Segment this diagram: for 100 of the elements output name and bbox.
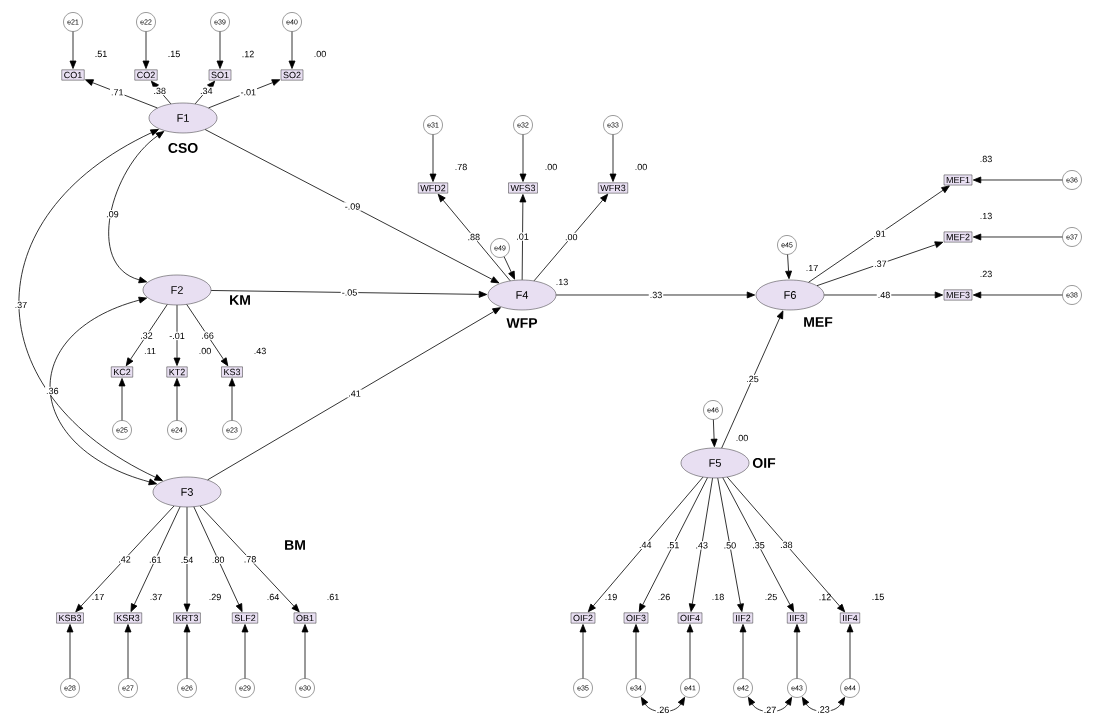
value-label: .25 [765,593,777,601]
arrow [228,378,236,421]
arrow [823,291,944,299]
arrow [721,310,784,449]
indicator-box: OIF3 [623,612,649,624]
value-label: .15 [168,50,180,58]
edge-label: .25 [745,374,760,384]
arrow [686,624,694,679]
indicator-box: IIF4 [840,612,860,624]
arrow [210,290,488,298]
covariance-arrow [108,131,165,284]
value-label: .18 [712,593,724,601]
indicator-box: WFR3 [598,182,628,194]
value-label: .29 [209,593,221,601]
arrow [194,80,216,105]
edge-label: -.09 [343,202,362,211]
indicator-box: MEF3 [943,289,973,301]
arrow [124,624,132,679]
indicator-box: KSB3 [56,612,84,624]
arrow [193,506,243,612]
value-label: .17 [806,264,818,272]
value-label: .12 [242,50,254,58]
arrow [846,624,854,679]
value-label: .13 [556,278,568,286]
covariance-arrow [641,696,685,713]
factor-name: OIF [752,458,776,468]
indicator-box: KC2 [111,366,133,378]
arrow [142,31,150,69]
edge-label: .66 [200,331,215,340]
indicator-box: CO1 [61,69,85,81]
edge-label: .01 [515,232,530,241]
edge-label: .51 [665,541,681,550]
value-label: .12 [819,593,831,601]
arrow [125,304,168,367]
factor-name: WFP [506,318,538,328]
edge-label: .33 [648,290,664,300]
arrow [972,233,1063,241]
arrow [75,505,175,613]
edge-label: -.01 [239,88,258,97]
value-label: .43 [254,347,266,355]
arrow [429,134,437,182]
arrow [183,624,191,679]
arrow [208,79,281,109]
arrow [688,477,713,612]
factor-name: KM [230,295,250,305]
indicator-box: SO1 [208,69,232,81]
arrow [173,304,181,366]
value-label: .15 [872,593,884,601]
indicator-box: KS3 [221,366,243,378]
arrow [632,624,640,679]
edge-label: .36 [45,386,60,396]
arrow [726,476,846,613]
value-label: .19 [605,593,617,601]
arrow [638,477,708,612]
value-label: .26 [658,593,670,601]
indicator-box: KSR3 [114,612,142,624]
value-label: .64 [267,593,279,601]
arrow [816,241,944,287]
edge-label: -.05 [340,288,359,297]
edge-label: .38 [779,540,794,550]
indicator-box: KRT3 [173,612,201,624]
arrow [66,624,74,679]
indicator-box: OIF2 [570,612,596,624]
arrow [609,134,617,182]
edge-label: .78 [242,555,258,564]
value-label: .23 [980,270,992,278]
arrow [587,476,704,613]
edge-label: .71 [110,88,125,97]
indicator-box: MEF2 [943,231,973,243]
arrow [204,129,500,284]
value-label: .00 [314,50,326,58]
arrow [186,304,229,367]
edge-label: .37 [13,300,29,310]
arrow [241,624,249,679]
arrow [503,256,515,280]
edge-label: .80 [210,555,226,564]
value-label: .61 [327,593,339,601]
value-label: .78 [455,163,467,171]
covariance-arrow [802,696,845,712]
factor-name: MEF [804,317,833,327]
arrow [555,291,756,299]
indicator-box: SO2 [280,69,304,81]
arrow [69,31,77,69]
arrow [533,193,609,282]
edge-label: .27 [762,705,778,714]
arrow [437,193,511,282]
covariance-arrow [49,296,158,486]
arrow [579,624,587,679]
indicator-box: IIF2 [733,612,753,624]
value-label: .83 [980,155,992,163]
edge-label: .34 [199,86,214,96]
edge-label: .88 [466,232,482,242]
arrow [972,176,1063,184]
indicator-box: OIF4 [677,612,703,624]
edge-label: .91 [872,229,887,238]
edge-label: .54 [179,555,195,565]
arrow [793,624,801,679]
indicator-box: SLF2 [232,612,258,624]
arrow [199,505,300,613]
edge-label: .43 [694,541,709,550]
